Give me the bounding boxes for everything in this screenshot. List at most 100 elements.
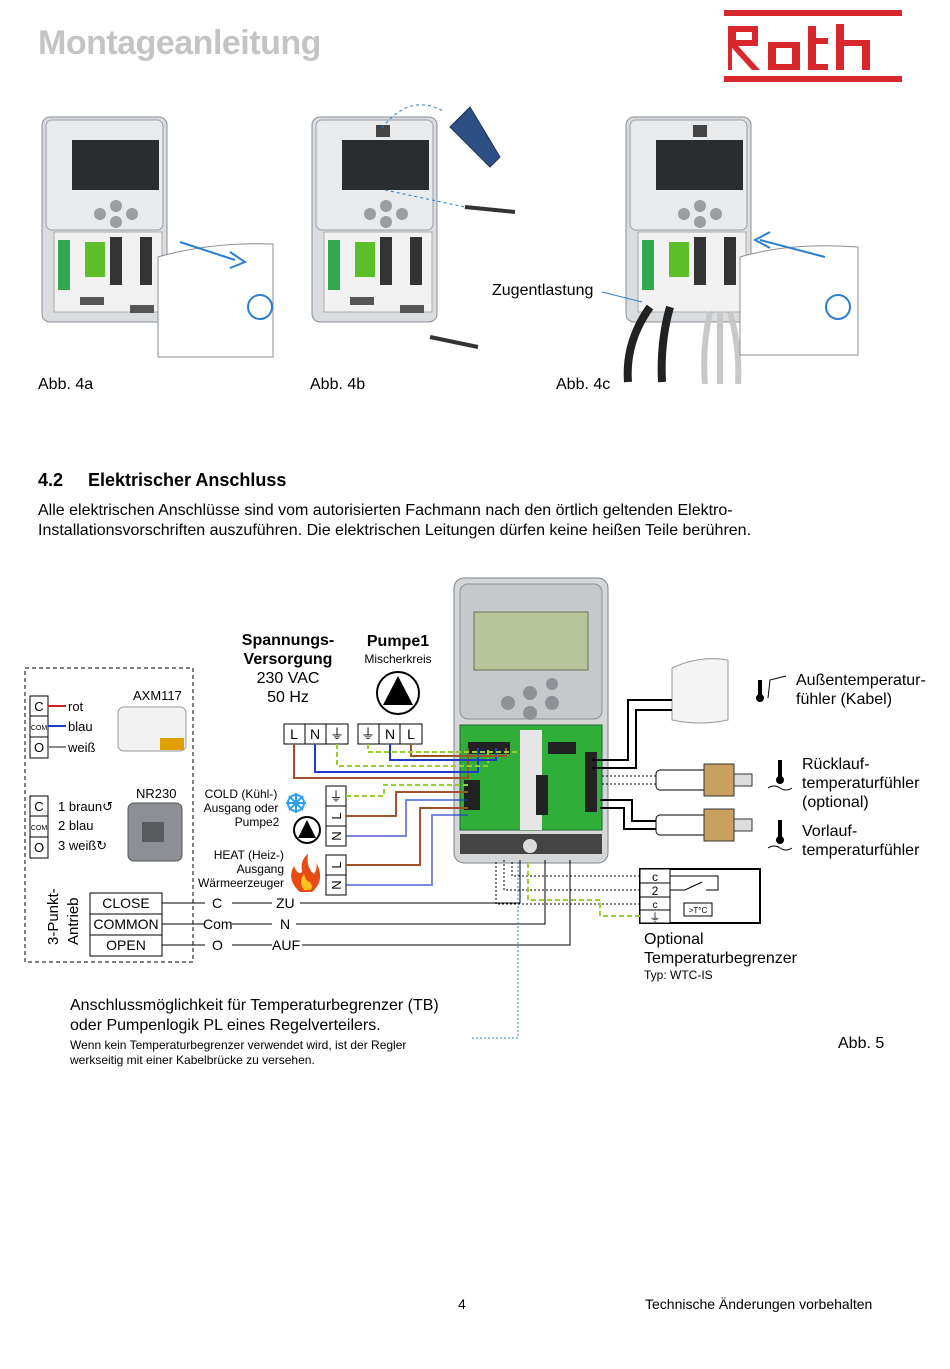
section-number: 4.2 (38, 470, 64, 490)
cold-line-2: Ausgang oder (204, 801, 279, 815)
figure-caption-abb5: Abb. 5 (838, 1035, 884, 1052)
footer-note: Technische Änderungen vorbehalten (645, 1296, 873, 1312)
code-com: Com (203, 916, 233, 932)
caption-4a: Abb. 4a (38, 376, 94, 393)
supply-title-2: Versorgung (244, 651, 333, 668)
button-open: OPEN (106, 937, 146, 953)
outdoor-label-2: fühler (Kabel) (796, 691, 892, 708)
supply-frequency: 50 Hz (267, 689, 309, 706)
heat-terminal-n: N (329, 880, 344, 889)
device-4a (41, 116, 274, 358)
return-label-2: temperaturfühler (802, 775, 920, 792)
nr-wire-2: 2 blau (58, 818, 93, 833)
return-sensor-image (655, 763, 753, 797)
label-zugentlastung: Zugentlastung (492, 282, 594, 299)
pump-terminal-l: L (407, 726, 415, 742)
nr-terminal-o: O (34, 840, 44, 855)
axm-terminal-com: COM (31, 725, 48, 732)
actuator-label-1: 3-Punkt- (45, 888, 62, 945)
code-o: O (212, 937, 223, 953)
target-zu: ZU (276, 895, 295, 911)
return-label-3: (optional) (802, 794, 869, 811)
cold-terminal-pe: ⏚ (329, 789, 342, 804)
flame-icon (291, 854, 321, 892)
heat-line-1: HEAT (Heiz-) (214, 848, 284, 862)
cold-line-1: COLD (Kühl-) (205, 787, 278, 801)
supply-terminal-l: L (290, 726, 298, 742)
body-line-1: Alle elektrischen Anschlüsse sind vom au… (38, 502, 733, 519)
pump-subtitle: Mischerkreis (364, 652, 431, 666)
heat-line-2: Ausgang (237, 862, 284, 876)
roth-logo (724, 10, 902, 82)
axm-model: AXM117 (133, 688, 182, 703)
cold-terminal-l: L (329, 812, 344, 819)
button-common: COMMON (93, 916, 158, 932)
limiter-terminal-c2: c (653, 900, 658, 911)
section-title-text: Elektrischer Anschluss (88, 470, 287, 490)
section-body: Alle elektrischen Anschlüsse sind vom au… (38, 501, 898, 541)
limiter-label-1: Optional (644, 931, 704, 948)
outdoor-sensor-image (671, 658, 729, 724)
axm-terminal-o: O (34, 740, 44, 755)
flow-label-2: temperaturfühler (802, 842, 920, 859)
code-c: C (212, 895, 222, 911)
nr-actuator-image (127, 802, 183, 862)
thermometer-icon-flow (767, 820, 793, 851)
cold-terminal-n: N (329, 831, 344, 840)
limiter-symbol: >T°C (689, 906, 708, 915)
cold-line-3: Pumpe2 (235, 815, 280, 829)
supply-voltage: 230 VAC (257, 670, 320, 687)
flow-label-1: Vorlauf- (802, 823, 857, 840)
pump-title: Pumpe1 (367, 633, 429, 650)
note-small: Wenn kein Temperaturbegrenzer verwendet … (70, 1038, 407, 1067)
limiter-type: Typ: WTC-IS (644, 968, 713, 982)
heat-terminal-l: L (329, 861, 344, 868)
button-close: CLOSE (102, 895, 149, 911)
caption-4c: Abb. 4c (556, 376, 611, 393)
limiter-terminal-pe: ⏚ (650, 911, 661, 924)
device-4b (311, 104, 516, 349)
axm-wire-blau: blau (68, 719, 93, 734)
device-4c (601, 116, 859, 385)
axm-wire-rot: rot (68, 699, 84, 714)
snowflake-icon (286, 793, 306, 813)
nr-model: NR230 (136, 786, 176, 801)
supply-terminal-pe: ⏚ (330, 726, 344, 742)
target-n: N (280, 916, 290, 932)
pump-symbol-2 (293, 816, 321, 844)
note-line-2: oder Pumpenlogik PL eines Regelverteiler… (70, 1017, 381, 1034)
section-heading: 4.2 Elektrischer Anschluss (38, 470, 286, 491)
limiter-label-2: Temperaturbegrenzer (644, 950, 798, 967)
controller-unit (453, 577, 609, 864)
flow-sensor-image (655, 808, 753, 842)
axm-wire-weiss: weiß (67, 740, 96, 755)
nr-terminal-com: COM (31, 825, 48, 832)
nr-wire-1: 1 braun↺ (58, 799, 113, 814)
pump-terminal-pe: ⏚ (361, 726, 375, 742)
heat-line-3: Wärmeerzeuger (198, 876, 284, 890)
return-label-1: Rücklauf- (802, 756, 870, 773)
thermometer-icon-return (767, 760, 793, 791)
nr-terminal-c: C (34, 799, 43, 814)
outdoor-label-1: Außentemperatur- (796, 672, 926, 689)
installation-figure (41, 104, 859, 385)
limiter-terminal-c1: c (652, 870, 658, 884)
tb-note: Anschlussmöglichkeit für Temperaturbegre… (70, 996, 490, 1068)
limiter-terminal-2: 2 (652, 884, 659, 898)
page-title: Montageanleitung (38, 24, 321, 62)
axm-actuator-image (117, 706, 187, 752)
thermometer-icon-outdoor (756, 675, 787, 702)
note-line-1: Anschlussmöglichkeit für Temperaturbegre… (70, 997, 439, 1014)
wiring-diagram: L N ⏚ ⏚ N L Spannungs- Versorgung 230 VA… (24, 577, 926, 1052)
axm-terminal-c: C (34, 699, 43, 714)
supply-title-1: Spannungs- (242, 632, 334, 649)
supply-terminal-n: N (310, 726, 320, 742)
caption-4b: Abb. 4b (310, 376, 366, 393)
body-line-2: Installationsvorschriften auszuführen. D… (38, 522, 752, 539)
pump-symbol-1 (376, 671, 420, 715)
nr-wire-3: 3 weiß↻ (58, 838, 107, 853)
target-auf: AUF (272, 937, 300, 953)
page-number: 4 (458, 1296, 466, 1312)
pump-terminal-n: N (385, 726, 395, 742)
actuator-label-2: Antrieb (65, 897, 82, 945)
